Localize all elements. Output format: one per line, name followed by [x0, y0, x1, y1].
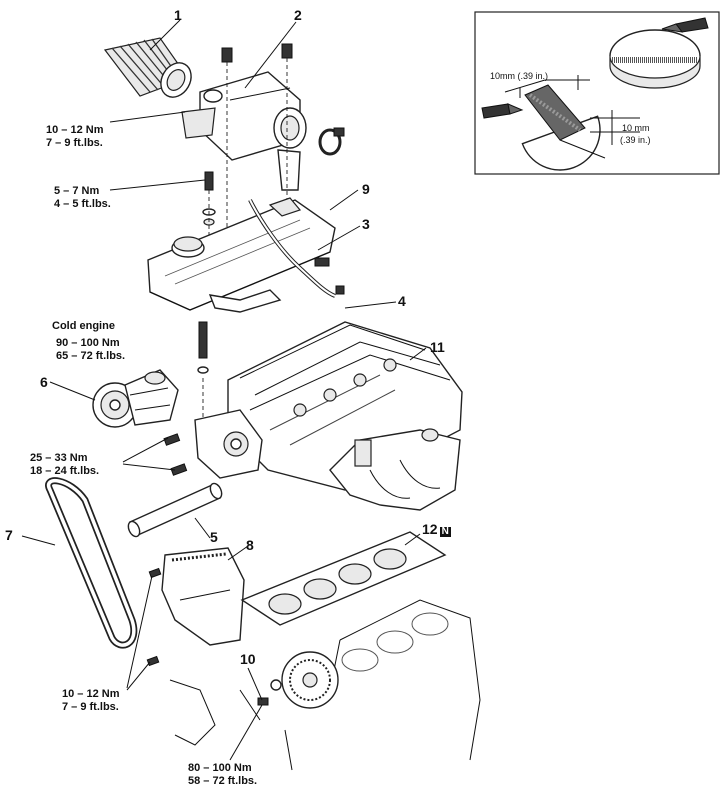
pump-bolts — [163, 433, 188, 476]
callout-6: 6 — [40, 374, 48, 390]
callout-5: 5 — [210, 529, 218, 545]
inset-dim-b1: 10 mm — [622, 123, 650, 133]
inset-dim-a: 10mm (.39 in.) — [490, 71, 549, 81]
callout-7: 7 — [5, 527, 13, 543]
timing-cover — [146, 547, 245, 667]
callout-2: 2 — [294, 7, 302, 23]
callout-11: 11 — [430, 339, 445, 355]
cylinder-head — [194, 321, 463, 511]
rocker-cover-bolt — [202, 171, 216, 260]
cam-sprocket — [257, 651, 339, 709]
rocker-cover — [147, 197, 345, 313]
callout-8: 8 — [246, 537, 254, 553]
leader-lines — [21, 19, 427, 761]
head-bolt — [197, 321, 209, 420]
sealant-inset — [474, 11, 720, 175]
callout-4: 4 — [398, 293, 406, 309]
throttle-housing — [181, 43, 345, 280]
cold-engine-label: Cold engine — [52, 320, 115, 332]
callout-3: 3 — [362, 216, 370, 232]
inset-dim-b2: (.39 in.) — [620, 135, 651, 145]
water-hose — [127, 482, 223, 538]
callout-10: 10 — [240, 651, 256, 667]
water-pump — [92, 369, 179, 428]
new-part-badge: N — [439, 526, 451, 537]
timing-belt — [45, 477, 138, 649]
callout-1: 1 — [174, 7, 182, 23]
air-intake-hose — [103, 37, 192, 98]
head-gasket — [240, 531, 447, 626]
callout-9: 9 — [362, 181, 370, 197]
